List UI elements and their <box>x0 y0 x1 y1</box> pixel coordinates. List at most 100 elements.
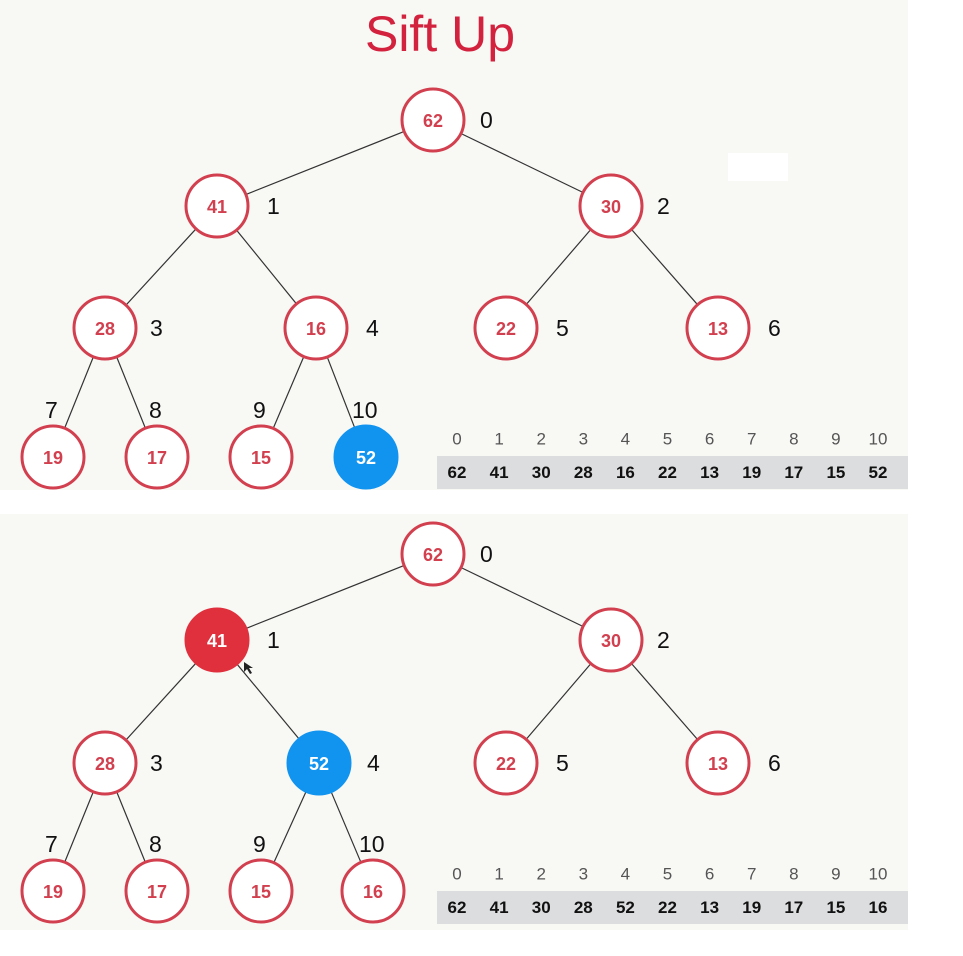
node-index-label: 3 <box>150 315 163 341</box>
tree-edges <box>64 130 699 429</box>
tree-edge <box>330 791 362 863</box>
array-value: 15 <box>826 898 845 917</box>
tree-edge <box>460 132 584 194</box>
array-value: 28 <box>574 898 593 917</box>
node-circle <box>473 295 539 361</box>
array-index: 2 <box>536 430 545 449</box>
node-circle <box>578 173 644 239</box>
node-circle <box>400 521 466 587</box>
node-value: 17 <box>147 882 167 902</box>
node-circle <box>228 424 294 490</box>
array-index: 7 <box>747 865 756 884</box>
tree-edge <box>64 791 94 863</box>
node-value: 30 <box>601 631 621 651</box>
node-circle <box>72 730 138 796</box>
heap-node-9: 159 <box>228 831 294 924</box>
array-index: 0 <box>452 865 461 884</box>
array-index: 3 <box>579 430 588 449</box>
array-value: 13 <box>700 898 719 917</box>
tree-edge <box>630 662 699 741</box>
array-value: 19 <box>742 463 761 482</box>
node-value: 13 <box>708 754 728 774</box>
array-index: 6 <box>705 430 714 449</box>
tree-edge <box>460 566 584 628</box>
node-index-label: 4 <box>366 315 379 341</box>
node-index-label: 3 <box>150 750 163 776</box>
array-index: 5 <box>663 430 672 449</box>
array-value: 52 <box>869 463 888 482</box>
array-value: 15 <box>826 463 845 482</box>
node-value: 22 <box>496 754 516 774</box>
array-index: 7 <box>747 430 756 449</box>
heap-node-1: 41 1 <box>184 173 280 239</box>
array-index: 5 <box>663 865 672 884</box>
node-circle <box>685 730 751 796</box>
node-value: 30 <box>601 197 621 217</box>
array-index: 6 <box>705 865 714 884</box>
tree-edge <box>245 564 405 630</box>
node-value: 28 <box>95 754 115 774</box>
node-index-label: 1 <box>267 627 280 653</box>
tree-edge <box>273 790 307 864</box>
heap-node-2: 30 2 <box>578 607 670 673</box>
heap-node-5: 22 5 <box>473 730 569 796</box>
array-value: 16 <box>869 898 888 917</box>
node-index-label: 10 <box>359 831 385 857</box>
array-value: 41 <box>490 463 509 482</box>
heap-node-7: 197 <box>20 397 86 490</box>
array-value: 22 <box>658 898 677 917</box>
heap-node-3: 28 3 <box>72 295 163 361</box>
array-index: 3 <box>579 865 588 884</box>
tree-edge <box>272 356 305 429</box>
heap-node-3: 28 3 <box>72 730 163 796</box>
node-value: 13 <box>708 319 728 339</box>
array-index: 1 <box>494 865 503 884</box>
node-circle <box>400 87 466 153</box>
node-circle <box>184 607 250 673</box>
tree-edge <box>326 356 356 429</box>
tree-edge <box>245 130 405 196</box>
node-circle <box>286 730 352 796</box>
node-value: 41 <box>207 197 227 217</box>
page-title: Sift Up <box>364 6 516 62</box>
array-index: 10 <box>869 430 888 449</box>
array-band <box>437 456 908 489</box>
node-circle <box>473 730 539 796</box>
node-value: 15 <box>251 448 271 468</box>
array-value: 17 <box>784 898 803 917</box>
node-index-label: 8 <box>149 397 162 423</box>
array-value: 22 <box>658 463 677 482</box>
node-index-label: 2 <box>657 627 670 653</box>
node-value: 28 <box>95 319 115 339</box>
node-value: 62 <box>423 111 443 131</box>
array-index: 4 <box>621 865 630 884</box>
tree-edge <box>236 663 300 740</box>
heap-node-8: 178 <box>124 831 190 924</box>
blank-highlight <box>728 153 788 181</box>
heap-node-9: 159 <box>228 397 294 490</box>
array-index: 8 <box>789 430 798 449</box>
array-index: 8 <box>789 865 798 884</box>
node-index-label: 1 <box>267 193 280 219</box>
node-value: 22 <box>496 319 516 339</box>
array-value: 41 <box>490 898 509 917</box>
node-circle <box>283 295 349 361</box>
heap-node-8: 178 <box>124 397 190 490</box>
array-index: 4 <box>621 430 630 449</box>
node-value: 62 <box>423 545 443 565</box>
node-circle <box>340 858 406 924</box>
node-index-label: 6 <box>768 750 781 776</box>
array-value: 19 <box>742 898 761 917</box>
node-circle <box>578 607 644 673</box>
node-index-label: 5 <box>556 750 569 776</box>
node-circle <box>685 295 751 361</box>
node-value: 52 <box>356 448 376 468</box>
